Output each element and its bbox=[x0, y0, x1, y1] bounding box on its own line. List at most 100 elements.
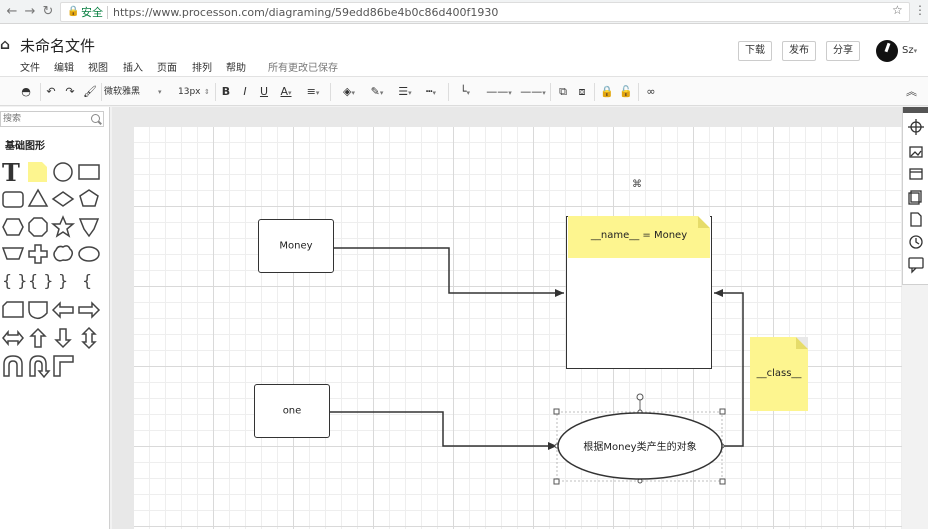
line-width-icon[interactable]: ☰▾ bbox=[398, 85, 412, 98]
resize-handle[interactable] bbox=[553, 408, 560, 415]
menu-file[interactable]: 文件 bbox=[20, 63, 40, 74]
brace-shape-icon[interactable]: { } bbox=[2, 271, 27, 290]
avatar[interactable] bbox=[876, 40, 898, 62]
back-arrow-icon[interactable]: ← bbox=[6, 4, 18, 19]
vertical-double-arrow-shape-icon[interactable] bbox=[81, 326, 97, 350]
text-align-icon[interactable]: ≡▾ bbox=[306, 85, 320, 98]
home-icon[interactable]: ⌂ bbox=[0, 37, 11, 53]
triangle-shape-icon[interactable] bbox=[27, 188, 49, 207]
name-note[interactable]: __name__ = Money bbox=[568, 216, 710, 258]
connector-money-to-class[interactable] bbox=[334, 247, 564, 297]
undo-icon[interactable]: ↶ bbox=[46, 85, 56, 98]
underline-icon[interactable]: U bbox=[259, 85, 269, 98]
corner-shape-icon[interactable] bbox=[53, 355, 74, 377]
font-family-select[interactable]: 微软雅黑 ▾ bbox=[104, 87, 162, 97]
search-icon[interactable] bbox=[91, 114, 100, 123]
double-arrow-shape-icon[interactable] bbox=[2, 329, 24, 347]
resize-handle[interactable] bbox=[553, 478, 560, 485]
note-shape-icon[interactable] bbox=[28, 162, 47, 182]
left-brace-shape-icon[interactable]: { bbox=[82, 271, 92, 290]
start-arrow-select[interactable]: ——▾ bbox=[486, 85, 512, 98]
share-button[interactable]: 分享 bbox=[826, 41, 860, 61]
unlock-icon[interactable]: 🔓 bbox=[619, 85, 633, 98]
browser-menu-icon[interactable]: ⋮ bbox=[914, 3, 926, 17]
connector-type-icon[interactable]: └▾ bbox=[459, 85, 471, 98]
download-button[interactable]: 下载 bbox=[738, 41, 772, 61]
bookmark-star-icon[interactable]: ☆ bbox=[892, 3, 903, 17]
connector-one-to-object[interactable] bbox=[330, 411, 557, 450]
italic-icon[interactable]: I bbox=[243, 85, 247, 98]
layers-icon[interactable] bbox=[908, 190, 922, 205]
user-name[interactable]: Sz▾ bbox=[902, 45, 918, 56]
redo-icon[interactable]: ↷ bbox=[65, 85, 75, 98]
navigator-icon[interactable] bbox=[908, 119, 924, 135]
address-bar[interactable]: 🔒 安全 https://www.processon.com/diagramin… bbox=[60, 2, 910, 22]
collapse-chevron-icon[interactable]: ︽ bbox=[906, 85, 917, 98]
rectangle-shape-icon[interactable] bbox=[78, 164, 100, 180]
shape-search-input[interactable]: 搜索 bbox=[0, 111, 104, 127]
rounded-rect-shape-icon[interactable] bbox=[2, 191, 24, 208]
circle-shape-icon[interactable] bbox=[53, 162, 73, 182]
image-icon[interactable] bbox=[909, 146, 923, 158]
end-arrow-select[interactable]: ——▾ bbox=[520, 85, 546, 98]
one-node[interactable]: one bbox=[254, 384, 330, 438]
menu-view[interactable]: 视图 bbox=[88, 63, 108, 74]
text-shape-icon[interactable]: T bbox=[2, 159, 20, 187]
menu-help[interactable]: 帮助 bbox=[226, 63, 246, 74]
font-color-icon[interactable]: A▾ bbox=[280, 85, 292, 98]
card-shape-icon[interactable] bbox=[2, 301, 24, 318]
octagon-shape-icon[interactable] bbox=[28, 217, 48, 237]
history-icon[interactable] bbox=[909, 235, 923, 249]
menu-page[interactable]: 页面 bbox=[157, 63, 177, 74]
u-turn-shape-icon[interactable] bbox=[3, 355, 23, 377]
cross-shape-icon[interactable] bbox=[28, 244, 48, 264]
object-ellipse[interactable] bbox=[557, 412, 723, 480]
bring-front-icon[interactable]: ⧉ bbox=[559, 85, 567, 98]
cloud-shape-icon[interactable] bbox=[53, 245, 74, 262]
down-arrow-shape-icon[interactable] bbox=[54, 328, 72, 349]
publish-button[interactable]: 发布 bbox=[782, 41, 816, 61]
font-size-select[interactable]: 13px⇕ bbox=[178, 87, 210, 97]
left-arrow-shape-icon[interactable] bbox=[51, 301, 74, 319]
menu-arrange[interactable]: 排列 bbox=[192, 63, 212, 74]
send-back-icon[interactable]: ⧈ bbox=[578, 85, 586, 98]
object-ellipse-label[interactable]: 根据Money类产生的对象 bbox=[583, 442, 697, 453]
reload-icon[interactable]: ↻ bbox=[42, 4, 54, 19]
line-style-icon[interactable]: ┅▾ bbox=[425, 85, 437, 98]
up-arrow-shape-icon[interactable] bbox=[29, 327, 47, 348]
diagram-page[interactable]: ⌘ Money one __name__ = Money __class__ 根… bbox=[134, 127, 902, 529]
diamond-shape-icon[interactable] bbox=[51, 191, 75, 207]
link-icon[interactable]: ∞ bbox=[646, 85, 656, 98]
page-settings-icon[interactable] bbox=[909, 168, 923, 180]
lock-icon[interactable]: 🔒 bbox=[600, 85, 614, 98]
line-color-icon[interactable]: ✎▾ bbox=[370, 85, 384, 98]
class-note[interactable]: __class__ bbox=[750, 337, 808, 411]
document-shape-icon[interactable] bbox=[28, 301, 48, 320]
ellipse-shape-icon[interactable] bbox=[78, 246, 100, 262]
star-shape-icon[interactable] bbox=[50, 215, 76, 238]
menu-edit[interactable]: 编辑 bbox=[54, 63, 74, 74]
money-node[interactable]: Money bbox=[258, 219, 334, 273]
document-icon[interactable] bbox=[910, 212, 922, 227]
hexagon-shape-icon[interactable] bbox=[2, 218, 24, 236]
right-arrow-shape-icon[interactable] bbox=[78, 301, 101, 319]
resize-handle[interactable] bbox=[719, 478, 726, 485]
comment-icon[interactable] bbox=[908, 257, 924, 274]
pentagon-shape-icon[interactable] bbox=[79, 189, 99, 207]
url-text[interactable]: https://www.processon.com/diagraming/59e… bbox=[113, 6, 499, 19]
bold-icon[interactable]: B bbox=[221, 85, 231, 98]
fill-color-icon[interactable]: ◈▾ bbox=[343, 85, 355, 98]
document-title[interactable]: 未命名文件 bbox=[20, 37, 96, 55]
resize-handle[interactable] bbox=[719, 408, 726, 415]
format-painter-icon[interactable]: 🖌 bbox=[83, 85, 97, 98]
bracket-pair-shape-icon[interactable]: { } bbox=[28, 271, 53, 290]
connector-object-to-class[interactable] bbox=[714, 289, 744, 447]
forward-arrow-icon[interactable]: → bbox=[24, 4, 36, 19]
style-brush-icon[interactable]: ◓ bbox=[21, 85, 31, 98]
rotate-handle[interactable] bbox=[636, 393, 644, 401]
menu-insert[interactable]: 插入 bbox=[123, 63, 143, 74]
u-turn-arrow-shape-icon[interactable] bbox=[29, 355, 51, 379]
inverted-pentagon-shape-icon[interactable] bbox=[78, 218, 100, 238]
trapezoid-shape-icon[interactable] bbox=[1, 247, 25, 260]
canvas-area[interactable]: ⌘ Money one __name__ = Money __class__ 根… bbox=[112, 107, 902, 529]
